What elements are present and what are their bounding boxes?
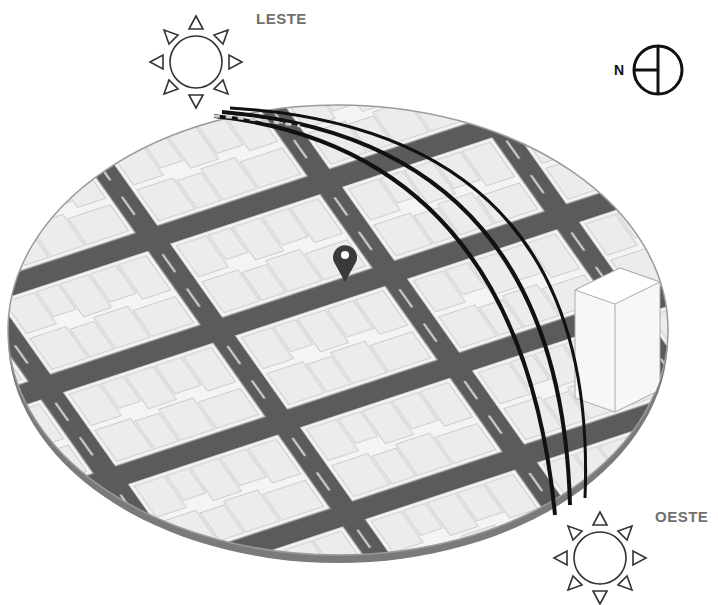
north-symbol <box>634 46 682 94</box>
north-letter: N <box>614 62 625 78</box>
sun-path-arcs <box>214 108 586 515</box>
direction-label: OESTE <box>655 508 708 525</box>
tower <box>575 268 660 412</box>
direction-label: LESTE <box>256 10 307 27</box>
location-pin <box>333 245 357 282</box>
sun-east <box>150 16 242 108</box>
sun-west <box>554 512 646 604</box>
city-map <box>8 105 668 555</box>
